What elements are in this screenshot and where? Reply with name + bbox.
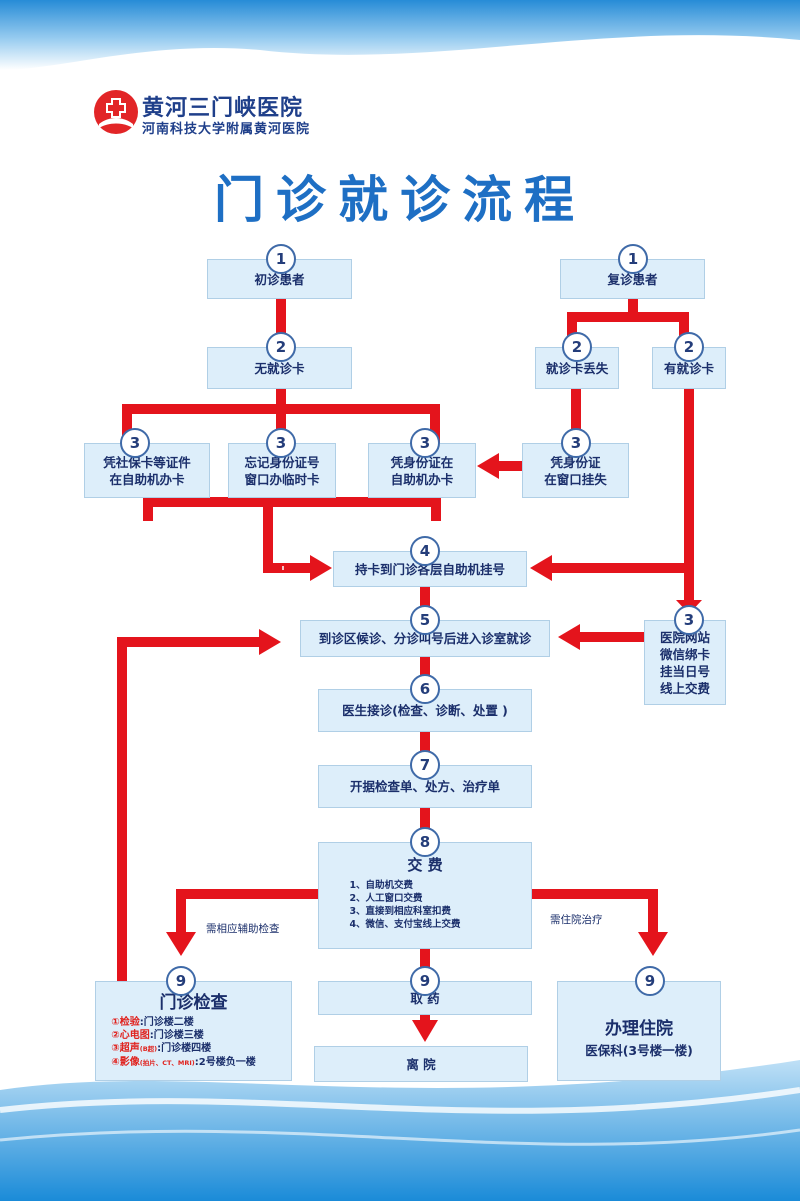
- payment-methods-list: 1、自助机交费 2、人工窗口交费 3、直接到相应科室扣费 4、微信、支付宝线上交…: [349, 880, 461, 930]
- step-number: 7: [410, 750, 440, 780]
- connector-exam-loop: [117, 637, 127, 983]
- hospital-logo-icon: [94, 90, 138, 134]
- exam-item: ④影像(拍片、CT、MRI):2号楼负一楼: [111, 1057, 256, 1068]
- connector-to-hospitalize: [532, 889, 658, 899]
- node-payment: 交 费 1、自助机交费 2、人工窗口交费 3、直接到相应科室扣费 4、微信、支付…: [318, 842, 532, 949]
- connector-return-split: [628, 298, 638, 314]
- step-number: 6: [410, 674, 440, 704]
- arrow-card-to-register: [530, 555, 552, 581]
- arrow-to-exam: [166, 932, 196, 956]
- note-exam-needed: 需相应辅助检查: [206, 923, 280, 935]
- step-number: 1: [618, 244, 648, 274]
- arrow-to-hospitalize: [638, 932, 668, 956]
- arrow-loop-to-wait: [259, 629, 281, 655]
- step-number: 3: [120, 428, 150, 458]
- step-number: 2: [266, 332, 296, 362]
- connector-first-to-nocard: [276, 298, 286, 348]
- arrow-online-to-wait: [558, 624, 580, 650]
- node-first-visit: 初诊患者: [207, 259, 352, 299]
- step-number: 4: [410, 536, 440, 566]
- connector-to-exam: [176, 889, 320, 899]
- page-title: 门诊就诊流程: [214, 171, 586, 229]
- step-number: 3: [266, 428, 296, 458]
- node-hospitalize: 办理住院 医保科(3号楼一楼): [557, 981, 721, 1081]
- node-doctor: 医生接诊(检查、诊断、处置 ): [318, 689, 532, 732]
- step-number: 9: [166, 966, 196, 996]
- connector-nocard-split: [276, 388, 286, 406]
- node-prescribe: 开据检查单、处方、治疗单: [318, 765, 532, 808]
- arrow-to-register: [310, 555, 332, 581]
- step-number: 3: [674, 605, 704, 635]
- node-exam: 门诊检查 ①检验:门诊楼二楼 ②心电图:门诊楼三楼 ③超声(B超):门诊楼四楼 …: [95, 981, 292, 1081]
- step-number: 3: [561, 428, 591, 458]
- exam-locations-list: ①检验:门诊楼二楼 ②心电图:门诊楼三楼 ③超声(B超):门诊楼四楼 ④影像(拍…: [111, 1016, 255, 1070]
- connector-lost-to-loss: [571, 388, 581, 440]
- step-number: 3: [410, 428, 440, 458]
- node-social-card: 凭社保卡等证件 在自助机办卡: [84, 443, 210, 498]
- exam-item: ③超声(B超):门诊楼四楼: [111, 1043, 212, 1054]
- step-number: 9: [635, 966, 665, 996]
- node-online: 医院网站 微信绑卡 挂当日号 线上交费: [644, 620, 726, 705]
- step-number: 5: [410, 605, 440, 635]
- connector-merge-bar: [143, 497, 441, 507]
- step-number: 1: [266, 244, 296, 274]
- step-number: 2: [562, 332, 592, 362]
- connector-hascard-down: [684, 388, 694, 606]
- node-leave: 离 院: [314, 1046, 528, 1082]
- step-number: 9: [410, 966, 440, 996]
- arrow-to-leave: [412, 1020, 438, 1042]
- exam-item: ①检验:门诊楼二楼: [111, 1017, 194, 1028]
- exam-item: ②心电图:门诊楼三楼: [111, 1030, 204, 1041]
- step-number: 2: [674, 332, 704, 362]
- arrow-to-with-id: [477, 453, 499, 479]
- step-number: 8: [410, 827, 440, 857]
- hospital-subtitle: 河南科技大学附属黄河医院: [142, 122, 311, 137]
- note-admission-needed: 需住院治疗: [550, 914, 603, 926]
- hospital-name: 黄河三门峡医院: [142, 95, 304, 121]
